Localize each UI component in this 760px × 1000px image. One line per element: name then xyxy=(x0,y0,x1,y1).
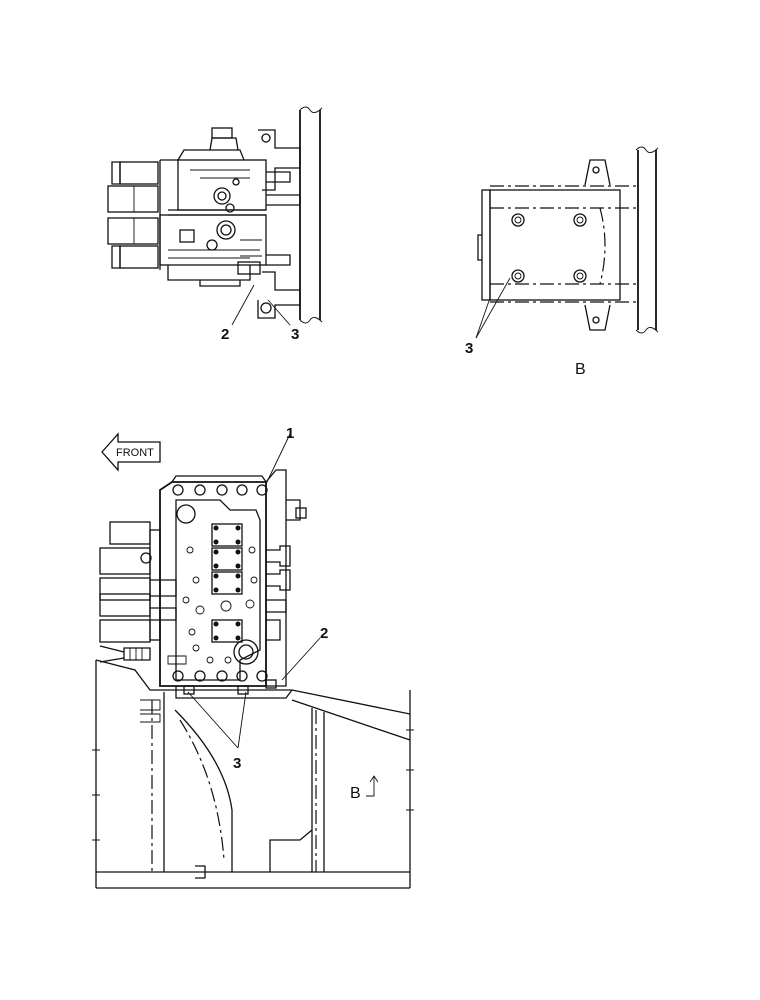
view-b-bracket: 3 B xyxy=(465,146,659,378)
callout-3-main: 3 xyxy=(233,755,241,772)
main-valve-view: 1 2 3 B xyxy=(92,425,414,889)
top-left-valve-view: 2 3 xyxy=(107,106,323,343)
front-arrow-label: FRONT xyxy=(116,447,154,459)
section-arrow-icon xyxy=(366,776,375,797)
callout-2-top-left: 2 xyxy=(221,326,229,343)
callout-3-top-left: 3 xyxy=(291,326,299,343)
callout-3-view-b: 3 xyxy=(465,340,473,357)
callout-1-main: 1 xyxy=(286,425,294,442)
view-b-label: B xyxy=(575,361,586,378)
front-arrow: FRONT xyxy=(101,432,161,472)
callout-2-main: 2 xyxy=(320,625,328,642)
section-b-marker: B xyxy=(350,785,361,802)
